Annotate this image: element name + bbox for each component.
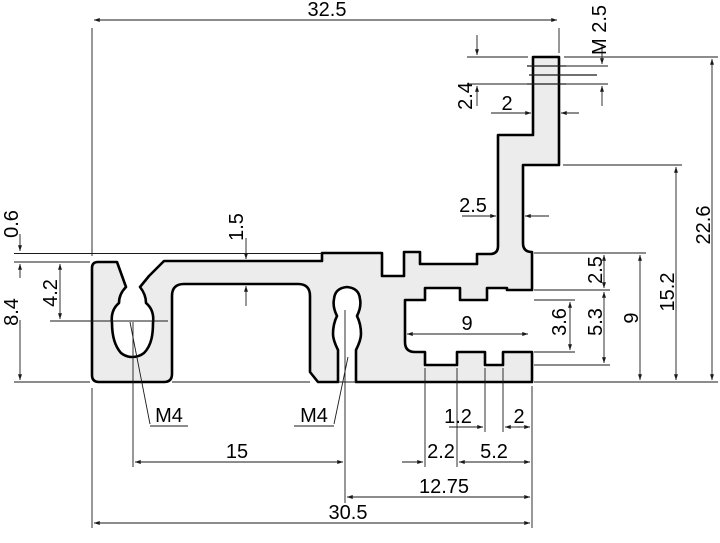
dim-screw-spacing: 15 [226, 441, 248, 463]
label-screw-mid: M4 [300, 405, 328, 427]
thread-lines [527, 65, 597, 85]
dim-overall-height: 22.6 [693, 206, 715, 245]
dim-tooth-gap: 1.2 [444, 406, 472, 428]
dim-side-slot-depth: 5.3 [585, 308, 607, 336]
dim-channel-mouth-depth: 4.2 [40, 279, 62, 307]
dim-side-slot-width: 9 [461, 313, 472, 335]
dim-top-step: 0.6 [1, 210, 23, 238]
dim-overall-width: 32.5 [308, 0, 347, 21]
dim-thread-top-depth: 2.4 [455, 82, 477, 110]
dim-foot-span: 5.2 [480, 441, 508, 463]
dim-boss-wall: 2 [501, 93, 512, 115]
dim-thread-top: M 2.5 [589, 5, 611, 55]
dim-web-thickness: 1.5 [226, 213, 248, 241]
dim-foot-slot: 2.2 [427, 441, 455, 463]
dim-arm-wall: 2.5 [459, 195, 487, 217]
dim-base-width: 30.5 [329, 502, 368, 524]
dimension-lines [18, 18, 714, 525]
dim-side-slot-height: 3.6 [549, 308, 571, 336]
dimension-labels: 32.5 M 2.5 2.4 2 2.5 22.6 15.2 9 2.5 5.3… [1, 0, 715, 524]
dim-mid-span: 12.75 [419, 476, 469, 498]
profile-outline [90, 55, 561, 384]
extension-lines [14, 28, 718, 528]
dim-tooth-width: 2 [513, 406, 524, 428]
dim-right-mid-height: 15.2 [657, 273, 679, 312]
dim-right-section-height: 9 [621, 312, 643, 323]
profile-section [90, 55, 597, 384]
label-screw-left: M4 [155, 405, 183, 427]
dim-top-flange: 2.5 [585, 256, 607, 284]
dim-left-section-height: 8.4 [1, 298, 23, 326]
